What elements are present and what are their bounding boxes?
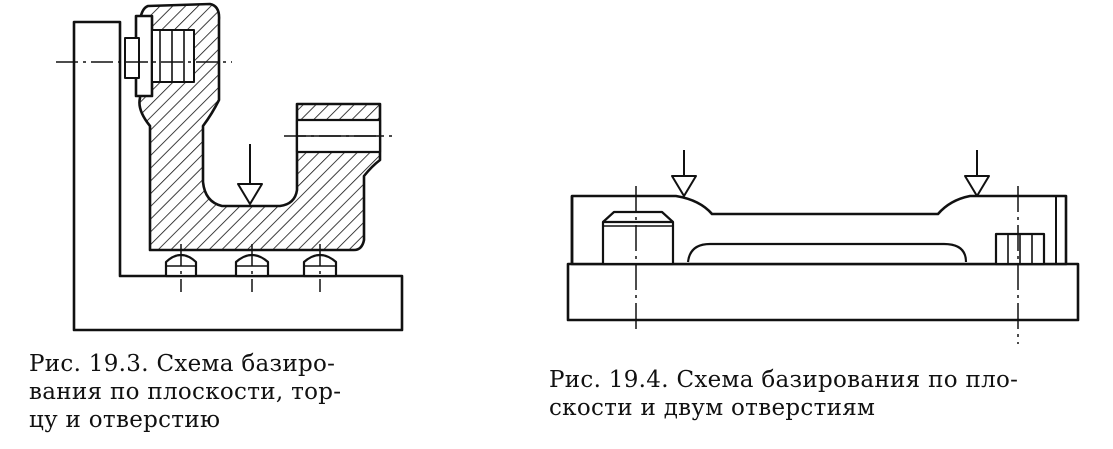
inner-recess	[686, 242, 968, 263]
side-pin	[124, 37, 140, 79]
stud-body	[151, 29, 195, 83]
clamp-arrows	[671, 150, 990, 197]
workpiece-section	[138, 2, 382, 252]
clamp-arrow	[237, 144, 263, 205]
caption-line: скости и двум отверстиям	[549, 395, 876, 421]
figure-19-3-drawing	[56, 2, 404, 332]
caption-fig-19-4: Рис. 19.4. Схема базирования по пло- ско…	[549, 366, 1018, 422]
angle-fixture	[72, 20, 404, 332]
caption-line: цу и отверстию	[29, 407, 221, 433]
axis-lines-2	[635, 186, 1019, 344]
figure-19-4-drawing	[566, 150, 1080, 344]
cut-pin	[601, 220, 675, 266]
base-plate	[566, 262, 1080, 322]
support-pins	[164, 253, 338, 278]
axis-lines	[56, 61, 392, 292]
caption-fig-19-3: Рис. 19.3. Схема базиро- вания по плоско…	[29, 350, 341, 434]
caption-line: Рис. 19.3. Схема базиро-	[29, 351, 336, 377]
caption-line: вания по плоскости, тор-	[29, 379, 342, 405]
caption-line: Рис. 19.4. Схема базирования по пло-	[549, 367, 1019, 393]
